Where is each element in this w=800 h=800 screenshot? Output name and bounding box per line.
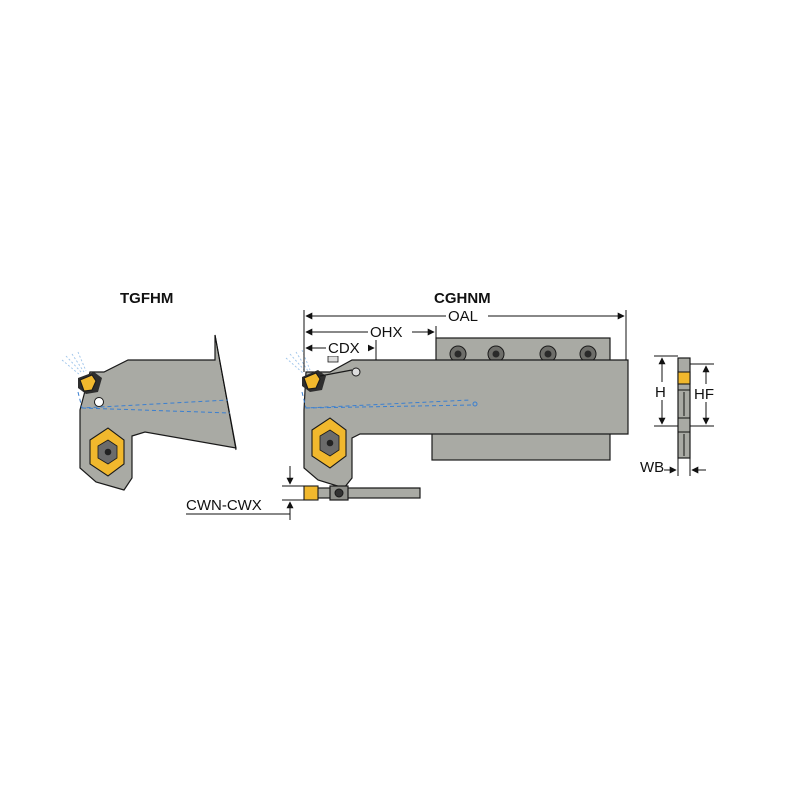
top-view-insert [303, 485, 319, 501]
screw-icon [449, 345, 467, 363]
tgfhm-hole [94, 397, 104, 407]
end-view: H HF WB [640, 355, 718, 476]
cghnm-screws [449, 345, 597, 363]
cghnm-bottom-rail [431, 429, 611, 461]
tgfhm-insert [78, 372, 102, 394]
tgfhm-break-line [214, 334, 237, 451]
dim-cdx-label: CDX [328, 340, 360, 357]
dim-oal: OAL [303, 306, 627, 372]
dim-hf-label: HF [694, 386, 714, 403]
cghnm-coolant-port [472, 401, 478, 407]
top-view: CWN-CWX [186, 466, 421, 520]
dim-h-label: H [655, 384, 666, 401]
dim-ohx-label: OHX [370, 324, 403, 341]
cghnm-tool: CGHNM [285, 290, 629, 489]
screw-icon [539, 345, 557, 363]
dim-cwn-cwx-label: CWN-CWX [186, 497, 262, 514]
dim-cdx: CDX [305, 338, 377, 360]
top-view-blade [305, 487, 421, 499]
dim-wb-label: WB [640, 459, 664, 476]
tgfhm-clamp-screw [89, 427, 125, 477]
cghnm-body [303, 359, 629, 489]
dim-ohx: OHX [305, 322, 437, 341]
dim-h: H [652, 355, 678, 427]
dim-oal-label: OAL [448, 308, 478, 325]
tgfhm-tool: TGFHM [61, 290, 237, 491]
tgfhm-title: TGFHM [120, 290, 173, 307]
dim-hf: HF [690, 363, 718, 427]
cghnm-coolant-spray-icon [285, 349, 311, 375]
end-view-insert [677, 371, 691, 385]
screw-icon [487, 345, 505, 363]
dim-wb: WB [640, 458, 706, 476]
dim-cwn-cwx: CWN-CWX [186, 466, 304, 520]
cghnm-title: CGHNM [434, 290, 491, 307]
cghnm-clamp-screw [311, 417, 347, 469]
tgfhm-coolant-spray-icon [61, 351, 87, 376]
